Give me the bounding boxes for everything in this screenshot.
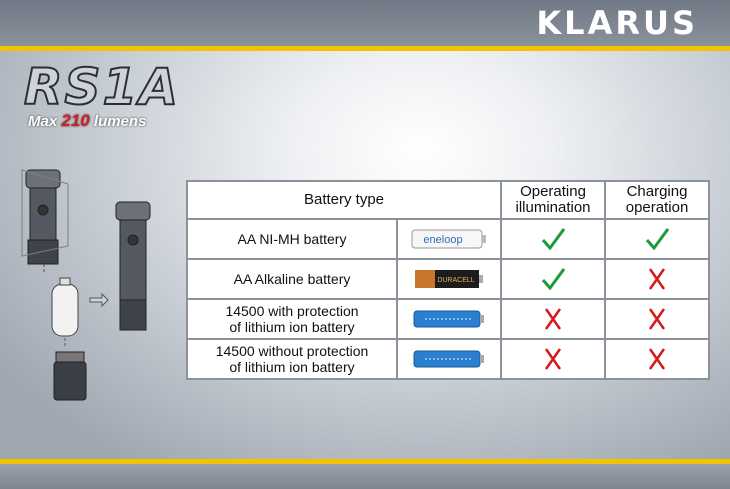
battery-name: AA NI-MH battery — [186, 218, 398, 260]
operating-check-mark — [500, 258, 607, 300]
cross-icon — [648, 308, 666, 330]
header-bar: KLARUS — [0, 0, 730, 46]
eneloop-battery-icon: eneloop — [411, 229, 486, 249]
battery-name: AA Alkaline battery — [186, 258, 398, 300]
operating-cross-mark — [500, 338, 607, 380]
battery-name: 14500 without protection of lithium ion … — [186, 338, 398, 380]
tagline: Max 210 lumens — [28, 111, 146, 131]
model-name: RS1A — [23, 58, 180, 116]
operating-check-mark — [500, 218, 607, 260]
klarus-logo: KLARUS — [536, 4, 698, 42]
battery-name-line1: 14500 with protection — [225, 303, 359, 319]
cross-icon — [648, 268, 666, 290]
battery-name-line2: of lithium ion battery — [229, 319, 355, 335]
check-icon — [645, 228, 670, 251]
footer-bar — [0, 464, 730, 489]
table-row: AA Alkaline battery DURACELL — [186, 258, 711, 300]
table-header-row: Battery type Operating illumination Char… — [185, 180, 711, 220]
li-ion-battery-icon — [413, 310, 484, 328]
battery-name: 14500 with protection of lithium ion bat… — [186, 298, 398, 340]
cross-icon — [544, 308, 562, 330]
alkaline-battery-icon: DURACELL — [415, 270, 483, 288]
battery-compatibility-table: Battery type Operating illumination Char… — [185, 180, 711, 380]
flashlight-assembly-illustration — [21, 169, 151, 401]
check-icon — [541, 268, 566, 291]
cross-icon — [544, 348, 562, 370]
table-row: 14500 without protection of lithium ion … — [186, 338, 711, 380]
bottom-stripe — [0, 459, 730, 464]
top-stripe — [0, 46, 730, 51]
battery-image — [395, 338, 503, 380]
charging-cross-mark — [604, 338, 711, 380]
battery-name-line1: 14500 without protection — [215, 343, 369, 359]
tagline-suffix: lumens — [93, 113, 147, 130]
battery-image: eneloop — [395, 218, 503, 260]
cross-icon — [648, 348, 666, 370]
battery-name-line2: of lithium ion battery — [229, 359, 355, 375]
charging-cross-mark — [604, 258, 711, 300]
operating-cross-mark — [500, 298, 607, 340]
header-operating-illumination: Operating illumination — [500, 180, 607, 220]
header-battery-type: Battery type — [185, 180, 503, 220]
eneloop-label: eneloop — [423, 234, 462, 246]
table-row: 14500 with protection of lithium ion bat… — [186, 298, 711, 340]
battery-image — [395, 298, 503, 340]
battery-image: DURACELL — [395, 258, 503, 300]
table-row: AA NI-MH battery eneloop — [186, 218, 711, 260]
tagline-lumens-value: 210 — [61, 111, 90, 130]
charging-check-mark — [604, 218, 711, 260]
check-icon — [541, 228, 566, 251]
charging-cross-mark — [604, 298, 711, 340]
header-charging-operation: Charging operation — [604, 180, 711, 220]
tagline-prefix: Max — [28, 113, 58, 130]
li-ion-battery-icon — [413, 350, 484, 368]
duracell-label: DURACELL — [437, 277, 474, 284]
